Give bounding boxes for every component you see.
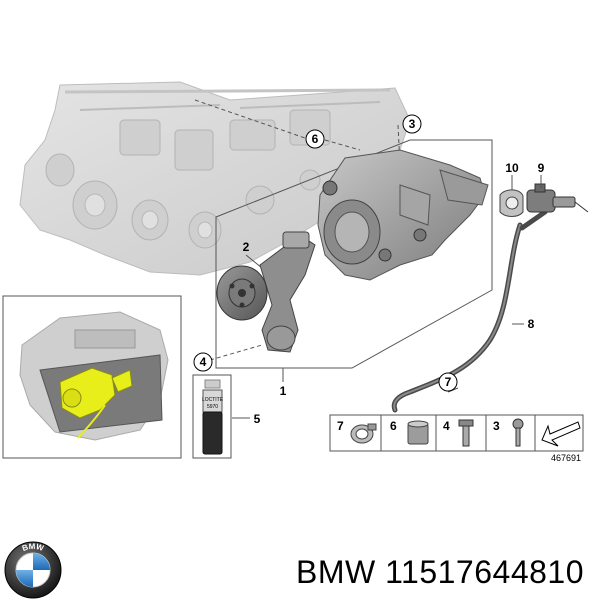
bmw-roundel-logo: BMW	[4, 541, 62, 599]
callouts: 6 3 4 7 2 1 5 8 9 10	[193, 114, 545, 426]
bolt-icon	[512, 418, 524, 447]
strip-label-3: 3	[493, 419, 500, 433]
direction-arrow-icon	[541, 421, 581, 447]
clip-part-illustration	[499, 189, 524, 217]
assembly-frame	[194, 99, 493, 382]
coolant-hose-illustration	[391, 209, 548, 413]
callout-5: 5	[254, 412, 261, 426]
callout-2: 2	[243, 240, 250, 254]
water-pump-illustration	[216, 231, 316, 353]
callout-circle-3	[402, 114, 422, 134]
callout-8: 8	[528, 317, 535, 331]
flange-bolt-icon	[458, 419, 474, 447]
parts-strip: 7 6 4 3 467691	[329, 414, 584, 463]
callout-9: 9	[538, 161, 545, 175]
callout-1: 1	[280, 384, 287, 398]
tube-label-line2: 5970	[207, 404, 218, 410]
callout-3: 3	[409, 117, 416, 131]
sensor-part-illustration	[526, 183, 589, 213]
callout-6: 6	[312, 132, 319, 146]
callout-7: 7	[445, 375, 452, 389]
sleeve-icon	[407, 420, 429, 445]
logo-text: BMW	[21, 542, 45, 553]
tube-label-line1: LOCTITE	[202, 397, 224, 403]
strip-label-4: 4	[443, 419, 450, 433]
pump-housing-illustration	[317, 149, 489, 281]
callout-circle-4	[193, 352, 213, 372]
callout-circle-7	[438, 372, 458, 392]
hose-clamp-icon	[350, 423, 377, 444]
diagram-number: 467691	[551, 453, 581, 463]
brand-part-number: BMW 11517644810	[296, 554, 584, 590]
strip-label-6: 6	[390, 419, 397, 433]
callout-circle-6	[305, 129, 325, 149]
callout-10: 10	[505, 161, 519, 175]
inset-engine-thumbnail	[2, 295, 182, 459]
sealant-tube-illustration: LOCTITE 5970	[192, 374, 232, 459]
callout-4: 4	[200, 355, 207, 369]
strip-label-7: 7	[337, 419, 344, 433]
